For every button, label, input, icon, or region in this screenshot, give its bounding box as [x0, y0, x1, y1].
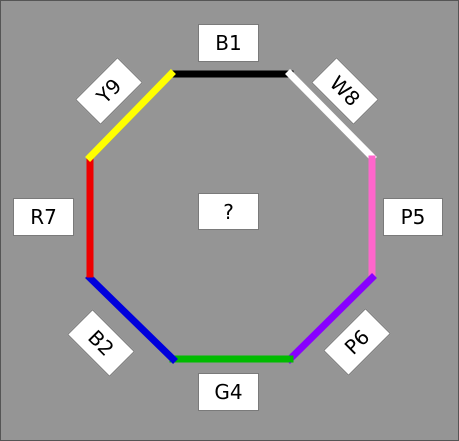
edge-label-top: B1 — [198, 24, 259, 62]
edge-label-bottom: G4 — [198, 373, 259, 411]
edge-label-left: R7 — [13, 198, 74, 236]
answer-box: ? — [198, 193, 259, 230]
edge-top-left — [85, 69, 176, 162]
edge-bottom-left — [85, 273, 178, 364]
edge-bottom-right — [285, 273, 377, 364]
edge-top-right — [285, 69, 377, 162]
edge-label-right: P5 — [383, 198, 443, 236]
